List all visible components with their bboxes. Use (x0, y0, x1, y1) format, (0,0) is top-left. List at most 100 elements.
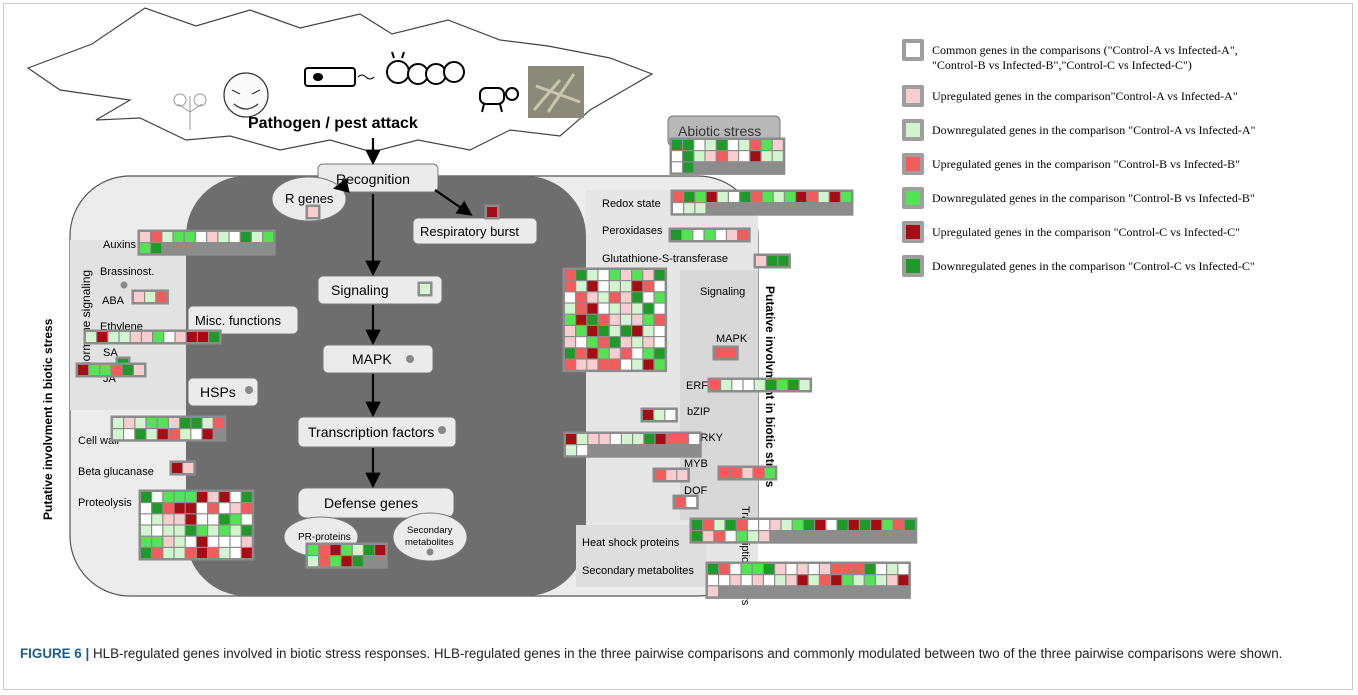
gene-cell (826, 520, 837, 530)
gene-cell (587, 270, 598, 280)
gene-cell (643, 348, 654, 359)
gene-cell (904, 520, 915, 530)
gene-cell (230, 503, 241, 514)
gene-cell (643, 326, 654, 336)
gene-cell (797, 575, 808, 586)
gene-cell (140, 232, 150, 242)
legend-label: Downregulated genes in the comparison "C… (932, 123, 1255, 137)
legend-swatch (906, 43, 920, 57)
gene-cell (767, 256, 778, 266)
gene-cell (565, 292, 575, 303)
gene-cell (172, 463, 182, 473)
gene-cell (198, 332, 208, 342)
gene-cell (725, 531, 736, 542)
secondary-metabolites-label-2: metabolites (405, 537, 454, 548)
gene-cell (621, 270, 631, 280)
gene-cell (632, 314, 643, 325)
gene-cell (632, 326, 643, 336)
gene-cell (566, 434, 576, 444)
gene-cell (152, 536, 163, 547)
gene-cell (308, 545, 318, 555)
gene-cell (146, 418, 157, 428)
gene-cell (89, 365, 100, 375)
gene-cell (748, 531, 758, 542)
gene-cell (632, 281, 643, 292)
gene-cell (319, 556, 330, 567)
gene-cell (683, 140, 694, 150)
gene-cell (609, 292, 620, 303)
gene-cell (241, 548, 252, 558)
signaling-label: Signaling (331, 282, 389, 298)
gene-cell (587, 314, 598, 325)
gene-cell (748, 520, 758, 530)
gene-cell (677, 470, 688, 480)
gene-cell (792, 520, 803, 530)
gene-cell (202, 429, 213, 440)
gene-cell (743, 380, 754, 390)
mapk-label: MAPK (352, 351, 392, 367)
gene-cell (829, 192, 840, 202)
gene-cell (753, 468, 764, 478)
gene-cell (703, 531, 714, 542)
gene-cell (684, 192, 695, 202)
figure-frame (3, 3, 1353, 690)
gene-cell (185, 548, 196, 558)
gene-cell (621, 281, 631, 292)
gene-cell (152, 525, 163, 536)
gene-cell (831, 575, 842, 586)
gene-cell (643, 292, 654, 303)
gene-cell (860, 520, 870, 530)
gene-cell (175, 332, 186, 342)
gene-cell (157, 418, 168, 428)
figure-caption: FIGURE 6 | HLB-regulated genes involved … (20, 644, 1340, 664)
gene-cell (208, 503, 219, 514)
gene-cell (587, 292, 598, 303)
gene-cell (352, 545, 363, 555)
gene-cell (140, 243, 150, 254)
gene-cell (174, 525, 185, 536)
gene-cell (163, 492, 174, 502)
gene-cell (183, 463, 194, 473)
gene-cell (341, 556, 352, 567)
gene-cell (655, 470, 665, 480)
pathogen-title: Pathogen / pest attack (248, 115, 418, 132)
gene-cell (196, 232, 206, 242)
gene-cell (742, 468, 753, 478)
gene-cell (135, 418, 146, 428)
misc-functions-box (187, 305, 299, 335)
pr-proteins-label: PR-proteins (298, 532, 351, 543)
gene-cell (739, 140, 750, 150)
gene-cell (643, 303, 654, 314)
gene-cell (654, 270, 665, 280)
gene-cell (145, 292, 156, 302)
gene-cell (686, 497, 697, 507)
gene-cell (764, 564, 774, 574)
gene-cell (654, 281, 665, 292)
gene-cell (352, 556, 363, 567)
legend-label: Upregulated genes in the comparison"Cont… (932, 89, 1238, 103)
gene-cell (621, 359, 631, 370)
biotic-stress-pathway-diagram: Pathogen / pest attack Recognition R gen… (26, 7, 1255, 606)
virus-picture-icon (173, 93, 207, 130)
caption-text: HLB-regulated genes involved in biotic s… (89, 646, 1283, 661)
right-secondary-metabolites-label: Secondary metabolites (582, 565, 694, 577)
gene-cell (364, 545, 374, 555)
gene-cell (621, 348, 631, 359)
aphid-icon (479, 87, 519, 113)
gene-cell (632, 303, 643, 314)
bzip-label: bZIP (687, 406, 710, 418)
gene-cell (882, 520, 893, 530)
gene-cell (576, 314, 587, 325)
gene-cell (788, 380, 799, 390)
gene-cell (705, 140, 716, 150)
defense-genes-label: Defense genes (324, 495, 418, 511)
legend-swatch (906, 191, 920, 205)
gene-cell (871, 520, 882, 530)
gene-cell (672, 151, 682, 162)
gene-cell (609, 314, 620, 325)
gene-cell (842, 575, 853, 586)
gene-cell (654, 359, 665, 370)
gene-cell (163, 525, 174, 536)
dof-label: DOF (684, 485, 708, 497)
gene-cell (764, 468, 775, 478)
